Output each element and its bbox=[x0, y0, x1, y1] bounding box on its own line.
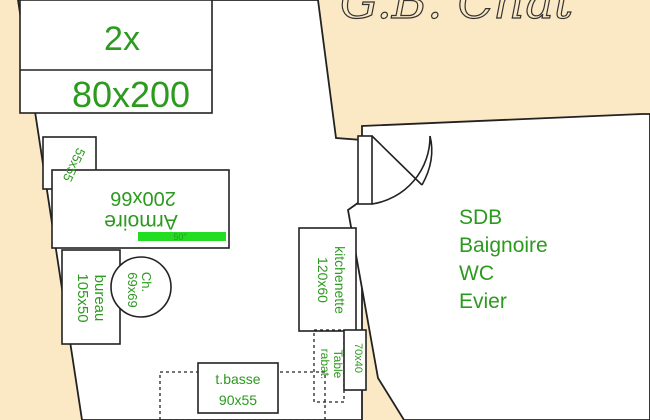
coffee-table-zone bbox=[159, 371, 326, 420]
chair-name-label: Ch. bbox=[139, 272, 154, 292]
coffee-table-size-label: 90x55 bbox=[219, 392, 257, 408]
bathroom-label-3: WC bbox=[459, 262, 494, 285]
desk bbox=[61, 249, 121, 345]
bathroom-label-1: SDB bbox=[459, 206, 502, 229]
wardrobe-size-label: 200x66 bbox=[110, 187, 176, 209]
bathroom-door-leaf bbox=[371, 135, 423, 186]
wardrobe-marker-label: 50" bbox=[173, 232, 186, 242]
bathroom-floor bbox=[347, 113, 650, 420]
desk-name-label: bureau bbox=[91, 275, 108, 322]
kitchenette-size-label: 120x60 bbox=[315, 257, 331, 303]
coffee-table bbox=[197, 362, 279, 414]
table-sub-label: rabat. bbox=[318, 349, 332, 380]
chair-size-label: 69x69 bbox=[125, 272, 140, 307]
signature: G.B. Chat bbox=[340, 0, 574, 30]
wardrobe-marker-bar bbox=[138, 232, 226, 241]
bathroom-label-4: Evier bbox=[459, 290, 507, 313]
chair bbox=[110, 256, 172, 318]
table-extension bbox=[343, 329, 367, 391]
coffee-table-name-label: t.basse bbox=[215, 371, 260, 387]
desk-size-label: 105x50 bbox=[74, 273, 91, 322]
kitchenette bbox=[298, 227, 357, 332]
kitchenette-name-label: kitchenette bbox=[332, 246, 348, 314]
bed-qty-label: 2x bbox=[104, 20, 140, 58]
bathroom-door-swing-top bbox=[421, 135, 433, 186]
bed bbox=[19, 0, 213, 114]
table-size-label: 70x40 bbox=[352, 343, 364, 373]
table-name-label: Table bbox=[331, 350, 345, 379]
bathroom-door-swing bbox=[371, 135, 431, 205]
bathroom-label-2: Baignoire bbox=[459, 234, 548, 257]
wardrobe-name-label: Armoire bbox=[104, 210, 178, 233]
bed-size-label: 80x200 bbox=[72, 74, 190, 115]
bathroom-door-frame bbox=[357, 135, 373, 205]
